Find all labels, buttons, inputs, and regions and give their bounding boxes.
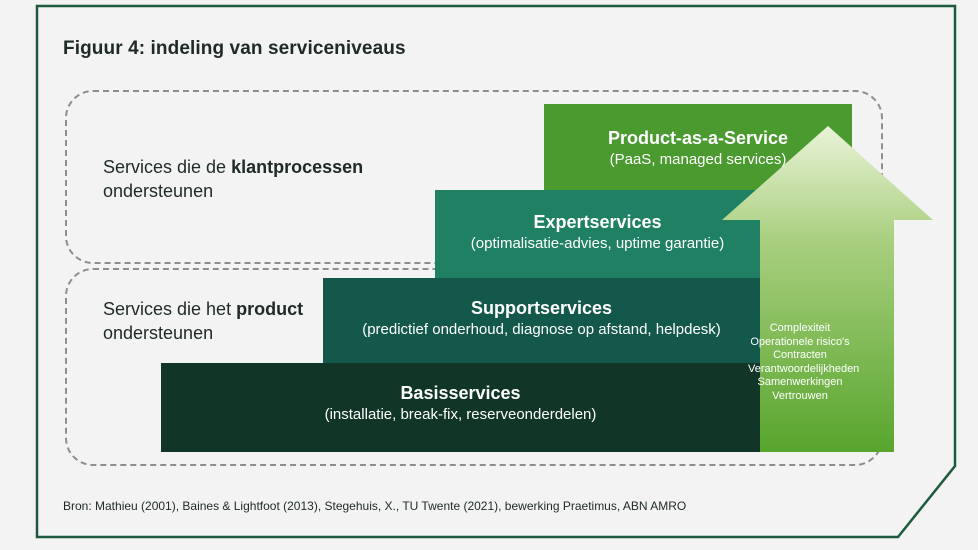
step-description: (predictief onderhoud, diagnose op afsta… [362,321,721,338]
step-name: Expertservices [533,212,662,232]
group-label-bold: product [236,299,304,319]
arrow-factor: Vertrouwen [772,389,828,402]
group-label-prefix: Services die de [103,157,232,177]
step-description: (optimalisatie-advies, uptime garantie) [470,235,725,252]
product-group-label: Services die het product ondersteunen [103,297,303,345]
step-basisservices: Basisservices (installatie, break-fix, r… [161,363,760,452]
step-expertservices: Expertservices (optimalisatie-advies, up… [435,190,760,278]
group-label-line2: ondersteunen [103,181,214,201]
group-label-line2: ondersteunen [103,323,214,343]
step-name: Basisservices [400,383,521,403]
up-arrow-icon [722,126,934,452]
figure-title: Figuur 4: indeling van serviceniveaus [63,38,406,59]
arrow-factor: Contracten [773,349,827,362]
arrow-factor: Samenwerkingen [757,376,843,389]
step-name: Supportservices [470,298,613,318]
group-label-bold: klantprocessen [231,157,364,177]
arrow-factor-list: Complexiteit Operationele risico's Contr… [748,322,859,404]
customer-process-group-label: Services die de klantprocessen ondersteu… [103,155,363,203]
step-description: (installatie, break-fix, reserveonderdel… [324,406,597,423]
arrow-factor: Complexiteit [769,322,831,334]
arrow-factor: Operationele risico's [750,335,850,348]
step-description: (PaaS, managed services) [609,151,787,168]
group-label-prefix: Services die het [103,299,237,319]
step-supportservices: Supportservices (predictief onderhoud, d… [323,278,760,363]
source-note: Bron: Mathieu (2001), Baines & Lightfoot… [63,499,687,513]
arrow-factor: Verantwoordelijkheden [748,362,860,375]
step-name: Product-as-a-Service [607,128,789,148]
